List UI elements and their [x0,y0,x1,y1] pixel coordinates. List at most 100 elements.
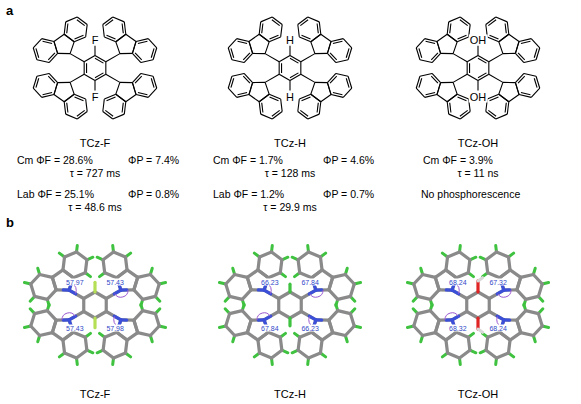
carbon-stick [251,288,264,291]
bond-line [238,93,248,95]
bond-line [298,25,300,37]
bond-line [249,95,259,102]
torsion-angle: 67.32 [488,278,508,285]
bond-line [259,22,261,34]
carbon-stick [113,252,125,257]
carbon-stick [538,314,542,326]
torsion-arc [115,290,128,297]
carbon-stick [312,332,322,340]
carbon-stick [504,288,517,291]
bond-line [507,102,509,114]
bond-line [95,73,103,78]
carbon-stick [312,270,322,278]
bond-line [437,41,441,53]
bond-line [336,60,348,63]
carbon-stick [478,312,489,319]
carbon-stick [345,274,354,284]
atom-label: F [91,91,100,102]
carbon-stick [486,337,488,350]
carbon-stick [258,257,260,270]
bond-line [311,82,315,94]
carbon-stick [488,273,500,278]
carbon-stick [496,252,508,257]
bond-line [509,95,519,102]
bond-line [269,94,281,99]
bond-line [103,25,105,37]
carbon-stick [488,332,500,337]
carbon-stick [150,326,159,336]
bond-line [346,78,349,87]
carbon-stick [52,320,56,332]
structural-formula [416,17,540,119]
carbon-stick [272,350,282,358]
bond-line [124,102,126,114]
bond-line [515,83,519,95]
carbon-stick [31,274,40,284]
bond-line [231,78,234,87]
carbon-stick [333,333,346,336]
bond-line [505,103,506,113]
bond-line [319,22,321,34]
bond-line [449,17,461,22]
nitrogen-stick [314,285,316,291]
bond-line [75,35,84,39]
bond-line [281,63,282,73]
bond-line [126,34,136,41]
carbon-stick [258,332,268,340]
carbon-stick [300,299,303,312]
carbon-stick [414,326,423,336]
carbon-stick [247,320,251,332]
substituent-stick [476,281,479,292]
bond-line [457,94,469,99]
carbon-stick [105,273,117,278]
carbon-stick [467,292,478,299]
bond-line [132,83,136,95]
bond-line [301,74,315,82]
carbon-stick [52,277,56,289]
torsion-angle: 68.24 [448,278,468,285]
bond-line [132,53,141,62]
bond-line [420,60,432,63]
bond-line [104,37,116,42]
bond-line [228,88,237,97]
bond-line [116,94,126,102]
compound-name: TCz-OH [458,138,498,149]
carbon-stick [134,320,138,332]
bond-line [534,78,537,87]
bond-line [105,110,113,116]
bond-line [447,94,457,102]
bond-line [460,20,468,26]
carbon-stick [435,333,446,340]
carbon-stick [350,284,354,296]
bond-line [269,37,281,42]
bond-line [279,62,280,75]
carbon-stick [538,284,542,296]
bond-line [64,94,74,102]
bond-line [416,39,425,48]
carbon-stick [500,270,510,278]
bond-line [437,95,447,102]
bond-line [49,73,58,82]
bond-line [311,34,321,42]
bond-line [521,41,531,43]
bond-line [135,76,142,83]
carbon-stick [121,318,134,321]
carbon-stick [63,340,65,353]
bond-line [272,20,280,26]
bond-line [84,62,85,75]
carbon-stick [230,296,243,299]
bond-line [317,103,318,113]
carbon-stick [65,353,77,358]
carbon-stick [103,350,113,358]
bond-line [37,73,49,76]
carbon-stick [350,314,354,326]
carbon-stick [150,274,159,284]
bond-line [447,34,457,42]
bond-line [259,94,269,102]
nitrogen-stick [121,318,127,321]
bond-line [64,34,74,42]
carbon-stick [134,290,143,300]
bond-line [499,82,503,94]
hydroxyl-hydrogen [478,278,483,281]
carbon-stick [430,311,439,321]
